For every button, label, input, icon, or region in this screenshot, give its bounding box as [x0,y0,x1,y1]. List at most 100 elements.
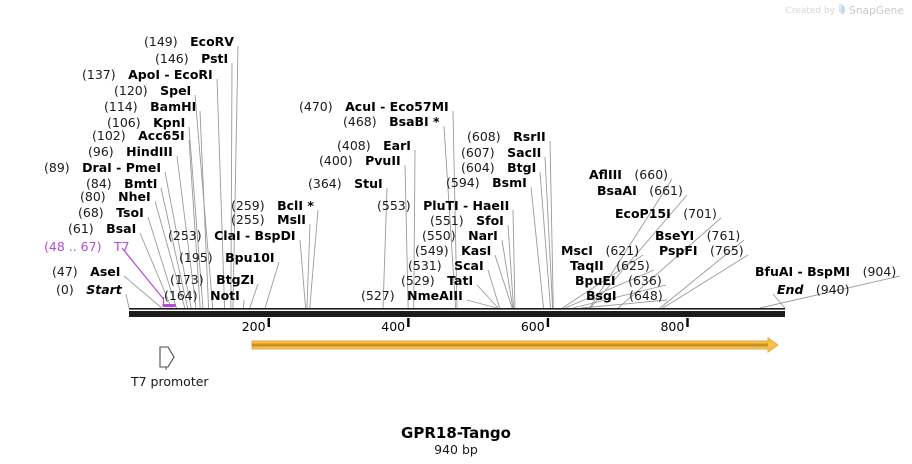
restriction-site-name: MslI [277,212,306,227]
restriction-site-name: PluTI - HaeII [423,198,510,213]
leader-line [572,284,667,309]
leader-line [264,261,280,309]
restriction-site-name: BseYI [655,228,695,243]
restriction-site-position: (761) [706,228,741,243]
restriction-site-position: (661) [649,183,683,198]
sequence-terminal-label: (0) Start [56,283,122,296]
restriction-site-name: AseI [90,264,121,279]
restriction-site-label: (102) Acc65I [92,129,185,142]
restriction-site-position: (604) [461,160,495,175]
restriction-site-position: (61) [68,221,94,236]
restriction-site-name: BclI * [277,198,314,213]
restriction-site-label: (80) NheI [80,190,151,203]
restriction-site-label: (364) StuI [308,177,383,190]
leader-line [443,125,457,309]
restriction-site-name: ClaI - BspDI [214,228,296,243]
restriction-site-position: (701) [683,206,717,221]
leader-line [404,164,409,309]
restriction-site-position: (173) [170,272,204,287]
restriction-site-position: (549) [415,243,449,258]
leader-line [123,275,163,309]
leader-line [382,187,388,309]
page-title: GPR18-Tango [401,424,511,442]
t7-range-name: T7 [113,239,130,254]
restriction-site-label: (607) SacII [461,146,541,159]
restriction-site-position: (68) [78,205,104,220]
leader-line [501,239,514,309]
restriction-site-position: (96) [88,144,114,159]
restriction-site-label: BsgI (648) [586,289,663,302]
restriction-site-name: BpuEI [575,273,616,288]
restriction-site-label: (468) BsaBI * [343,115,440,128]
leader-line [549,140,554,309]
restriction-site-label: (68) TsoI [78,206,144,219]
leader-line [125,293,130,309]
terminal-name: Start [86,282,122,297]
restriction-site-name: KasI [461,243,492,258]
restriction-site-position: (364) [308,176,342,191]
restriction-site-position: (102) [92,128,126,143]
leader-line [216,78,226,309]
leader-line [413,149,416,309]
leader-line [494,254,513,309]
restriction-site-position: (551) [430,213,464,228]
restriction-site-name: BsaI [106,221,137,236]
leader-line [589,178,673,309]
restriction-site-label: PspFI (765) [659,244,744,257]
restriction-site-name: TaqII [570,258,604,273]
restriction-site-label: (550) NarI [422,229,498,242]
restriction-site-name: EcoRV [190,34,234,49]
restriction-site-position: (80) [80,189,106,204]
restriction-site-position: (106) [107,115,141,130]
leader-line [659,239,745,309]
restriction-site-name: NmeAIII [407,288,463,303]
restriction-site-label: BfuAI - BspMI (904) [755,265,896,278]
restriction-site-position: (114) [104,99,138,114]
restriction-site-position: (594) [446,175,480,190]
restriction-site-name: BsaAI [597,183,637,198]
leader-line [530,186,544,309]
leader-line [507,224,514,309]
restriction-site-position: (531) [408,258,442,273]
restriction-site-name: Bpu10I [225,250,275,265]
restriction-site-label: (164) NotI [164,289,240,302]
restriction-site-position: (607) [461,145,495,160]
restriction-site-name: BmtI [124,176,158,191]
restriction-site-label: (470) AcuI - Eco57MI [299,100,449,113]
restriction-site-name: ScaI [454,258,484,273]
restriction-site-name: HindIII [126,144,173,159]
restriction-site-position: (89) [44,160,70,175]
restriction-site-position: (195) [179,250,213,265]
leader-line [309,209,319,309]
leader-line [452,110,458,309]
leader-line [160,187,189,309]
leader-line [466,299,497,309]
created-by-label: Created by [785,5,836,16]
restriction-site-name: NarI [468,228,498,243]
restriction-site-position: (253) [168,228,202,243]
restriction-site-label: (106) KpnI [107,116,185,129]
leader-line [147,216,177,309]
restriction-site-label: TaqII (625) [570,259,650,272]
restriction-site-label: (114) BamHI [104,100,196,113]
ruler-tick [407,318,410,327]
ruler-tick [267,318,270,327]
feature-arrow-t7-promoter [159,346,175,368]
restriction-site-label: BsaAI (661) [597,184,683,197]
restriction-site-label: (137) ApoI - EcoRI [82,68,213,81]
restriction-site-name: DraI - PmeI [82,160,162,175]
restriction-site-label: MscI (621) [561,244,639,257]
restriction-site-name: PvuII [365,153,401,168]
restriction-site-position: (255) [231,212,265,227]
leader-line [249,283,259,309]
feature-arrow-orf [251,337,779,353]
restriction-site-position: (164) [164,288,198,303]
restriction-site-name: BtgZI [216,272,255,287]
restriction-site-position: (529) [401,273,435,288]
restriction-site-position: (149) [144,34,178,49]
restriction-site-position: (608) [467,129,501,144]
restriction-site-name: NheI [118,189,151,204]
restriction-site-position: (648) [629,288,663,303]
restriction-site-label: (61) BsaI [68,222,136,235]
restriction-site-position: (120) [114,83,148,98]
